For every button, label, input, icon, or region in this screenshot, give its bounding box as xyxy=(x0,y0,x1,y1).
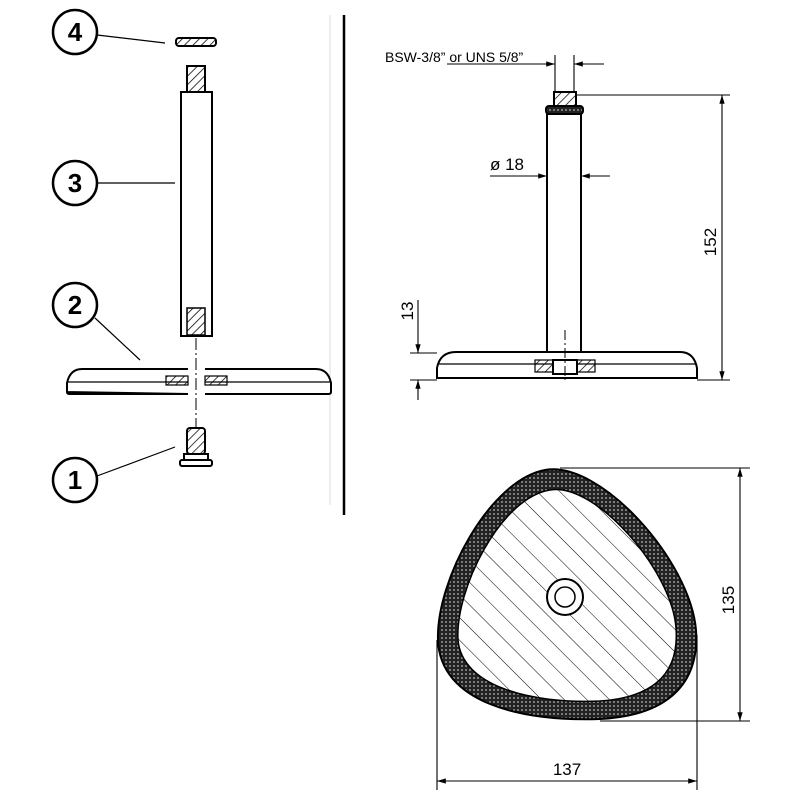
svg-text:4: 4 xyxy=(68,17,83,47)
part-3-column xyxy=(180,65,213,337)
width-label: 137 xyxy=(553,760,581,779)
svg-text:2: 2 xyxy=(68,290,82,320)
height-label: 152 xyxy=(701,228,720,256)
part-4-nut xyxy=(175,37,217,47)
dim-thread xyxy=(447,55,604,92)
base-height-label: 13 xyxy=(398,302,417,321)
svg-text:3: 3 xyxy=(68,168,82,198)
plan-view xyxy=(436,468,698,721)
part-2-base xyxy=(65,368,332,395)
dim-height xyxy=(576,94,730,381)
balloon-1: 1 xyxy=(51,446,176,504)
part-1-stud xyxy=(179,427,213,467)
svg-text:1: 1 xyxy=(68,465,82,495)
thread-label: BSW-3/8” or UNS 5/8” xyxy=(385,49,524,65)
balloon-2: 2 xyxy=(51,281,141,361)
balloon-4: 4 xyxy=(51,8,166,56)
dim-depth xyxy=(560,467,750,722)
depth-label: 135 xyxy=(719,586,738,614)
dim-width xyxy=(436,635,698,790)
dim-base-height xyxy=(410,300,437,400)
balloon-3: 3 xyxy=(51,159,175,207)
side-view xyxy=(436,91,698,379)
diameter-label: ø 18 xyxy=(490,155,524,174)
